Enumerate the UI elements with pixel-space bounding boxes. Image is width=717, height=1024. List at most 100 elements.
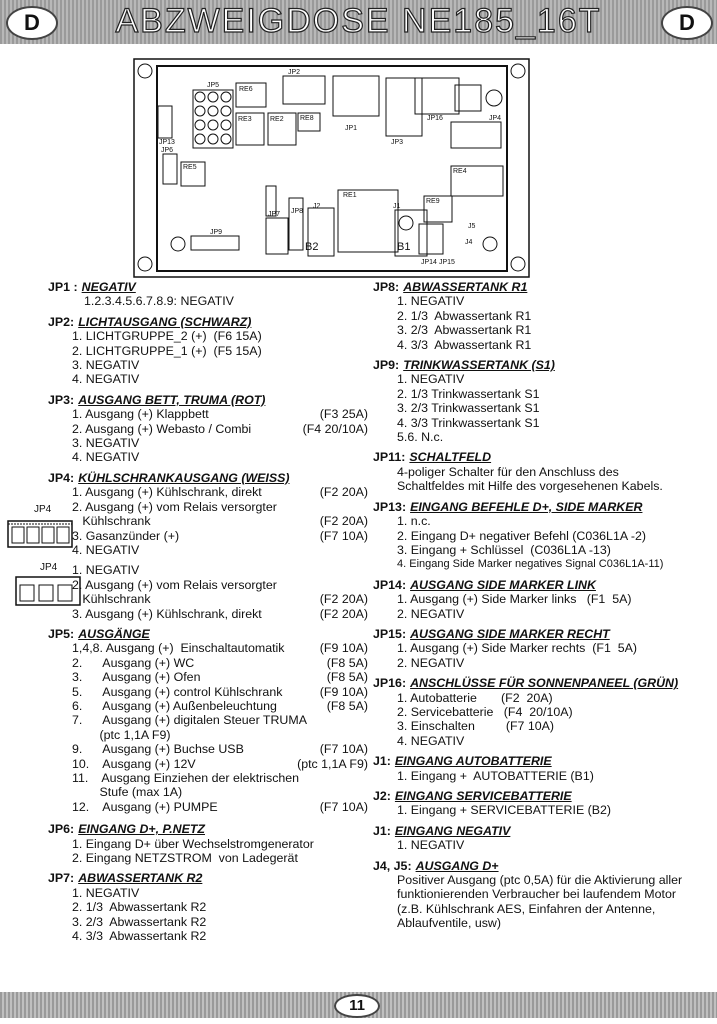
- connector-title: EINGANG D+, P.NETZ: [78, 822, 205, 837]
- pin-description: 2. 1/3 Trinkwassertank S1: [397, 386, 540, 401]
- label-re5: RE5: [183, 164, 197, 171]
- pin-description: 1. Ausgang (+) Side Marker rechts (F1 5A…: [397, 641, 637, 656]
- pin-description: 1. NEGATIV: [72, 563, 140, 578]
- pin-item: 3. 2/3 Abwassertank R1: [373, 323, 703, 337]
- fuse-rating: (F7 10A): [319, 742, 368, 757]
- pin-description: 1. NEGATIV: [72, 885, 140, 900]
- pin-item: 6. Ausgang (+) Außenbeleuchtung(F8 5A): [48, 699, 368, 713]
- pin-item: 11. Ausgang Einziehen der elektrischen: [48, 771, 368, 785]
- pin-item: 2. LICHTGRUPPE_1 (+) (F5 15A): [48, 344, 368, 358]
- pin-item: 4. 3/3 Abwassertank R1: [373, 338, 703, 352]
- pin-item: 9. Ausgang (+) Buchse USB (F7 10A): [48, 742, 368, 756]
- pin-description: Stufe (max 1A): [72, 785, 183, 800]
- pin-item: Ablaufventile, usw): [373, 916, 703, 930]
- label-re6: RE6: [239, 86, 253, 93]
- connector-id: JP13:: [373, 499, 407, 514]
- connector-title: ABWASSERTANK R1: [403, 280, 528, 294]
- pin-item: 2. NEGATIV: [373, 607, 703, 621]
- connector-id: J4, J5:: [373, 858, 412, 873]
- pin-item: 4-poliger Schalter für den Anschluss des: [373, 465, 703, 479]
- connector-id: JP11:: [373, 450, 406, 465]
- pin-description: 3. 2/3 Trinkwassertank S1: [397, 401, 540, 416]
- pin-description: 2. 1/3 Abwassertank R1: [397, 308, 532, 323]
- label-jp14: JP14: [421, 259, 437, 266]
- jp4-back-icon: [15, 576, 81, 606]
- connector-id: JP9:: [373, 358, 400, 373]
- pin-item: 1. NEGATIV: [373, 294, 703, 308]
- pin-item: 5. Ausgang (+) control Kühlschrank(F9 10…: [48, 685, 368, 699]
- pin-description: 4. NEGATIV: [72, 450, 140, 465]
- section-heading: JP9:TRINKWASSERTANK (S1): [373, 358, 703, 372]
- connector-id: JP15:: [373, 626, 407, 641]
- pin-item: Kühlschrank(F2 20A): [48, 592, 368, 606]
- section-heading: JP2:LICHTAUSGANG (SCHWARZ): [48, 315, 368, 329]
- jp4-label-back: JP4: [40, 562, 58, 573]
- pin-description: 1. Ausgang (+) Side Marker links (F1 5A): [397, 592, 632, 607]
- pin-item: 12. Ausgang (+) PUMPE(F7 10A): [48, 800, 368, 814]
- pin-item: Kühlschrank(F2 20A): [48, 514, 368, 528]
- pin-description: 3. Ausgang (+) Kühlschrank, direkt: [72, 606, 262, 621]
- connector-id: JP7:: [48, 871, 75, 886]
- connector-title: EINGANG SERVICEBATTERIE: [394, 789, 572, 803]
- section-heading: JP16:ANSCHLÜSSE FÜR SONNENPANEEL (GRÜN): [373, 676, 703, 690]
- label-jp2: JP2: [288, 69, 300, 76]
- connector-id: JP4:: [48, 470, 75, 485]
- pin-description: 2. Eingang D+ negativer Befehl (C036L1A …: [397, 528, 647, 543]
- pin-description: 3. NEGATIV: [72, 436, 140, 451]
- fuse-rating: (F8 5A): [326, 655, 368, 670]
- section-heading: JP14:AUSGANG SIDE MARKER LINK: [373, 578, 703, 592]
- pin-description: 5.6. N.c.: [397, 430, 444, 445]
- pin-item: (ptc 1,1A F9): [48, 728, 368, 742]
- label-re8: RE8: [300, 115, 314, 122]
- pin-description: 1. NEGATIV: [397, 838, 465, 853]
- connector-title: NEGATIV: [81, 280, 136, 294]
- pin-item: 5.6. N.c.: [373, 430, 703, 444]
- pin-item: 4. NEGATIV: [48, 543, 368, 557]
- jp4-connector-front: JP4: [6, 504, 76, 552]
- fuse-rating: (F2 20A): [319, 606, 368, 621]
- page-header: D ABZWEIGDOSE NE185_16T D: [0, 0, 717, 44]
- pin-description: Ablaufventile, usw): [397, 916, 501, 931]
- connector-title: AUSGANG SIDE MARKER LINK: [410, 577, 596, 592]
- pin-description: 3. 2/3 Abwassertank R1: [397, 323, 532, 338]
- pin-description: 9. Ausgang (+) Buchse USB: [72, 742, 244, 757]
- section-badge-left: D: [6, 6, 58, 40]
- pin-description: 4. NEGATIV: [72, 542, 140, 557]
- section-heading: JP11:SCHALTFELD: [373, 450, 703, 464]
- pin-item: 2. 1/3 Abwassertank R2: [48, 900, 368, 914]
- pin-item: 4. NEGATIV: [48, 372, 368, 386]
- section-heading: JP1 :NEGATIV: [48, 280, 368, 294]
- pin-item: 1.2.3.4.5.6.7.8.9: NEGATIV: [48, 294, 368, 308]
- pin-description: Positiver Ausgang (ptc 0,5A) für die Akt…: [397, 873, 683, 888]
- pin-item: 1. Ausgang (+) Side Marker rechts (F1 5A…: [373, 641, 703, 655]
- pin-description: 3. Ausgang (+) Ofen: [72, 670, 201, 685]
- pin-description: 2. Ausgang (+) Webasto / Combi: [72, 421, 252, 436]
- pin-description: (z.B. Kühlschrank AES, Einfahren der Ant…: [397, 901, 656, 916]
- pin-item: 1. NEGATIV: [373, 372, 703, 386]
- pin-item: Schaltfeldes mit Hilfe des vorgesehenen …: [373, 479, 703, 493]
- pin-description: 1.2.3.4.5.6.7.8.9: NEGATIV: [84, 294, 234, 309]
- section-heading: JP6:EINGANG D+, P.NETZ: [48, 822, 368, 836]
- pin-description: Kühlschrank: [72, 514, 151, 529]
- pin-item: 4. 3/3 Abwassertank R2: [48, 929, 368, 943]
- connector-id: J2:: [373, 789, 391, 803]
- label-j1: J1: [393, 203, 401, 210]
- pin-item: 2. Servicebatterie (F4 20/10A): [373, 705, 703, 719]
- section-heading: JP15:AUSGANG SIDE MARKER RECHT: [373, 627, 703, 641]
- label-jp4: JP4: [489, 115, 501, 122]
- section-heading: J1:EINGANG NEGATIV: [373, 824, 703, 838]
- pin-item: 1. Autobatterie (F2 20A): [373, 691, 703, 705]
- pin-description: 3. Gasanzünder (+): [72, 528, 180, 543]
- fuse-rating: (F2 20A): [319, 592, 368, 607]
- label-jp3: JP3: [391, 139, 403, 146]
- pin-item: 2. Ausgang (+) WC(F8 5A): [48, 656, 368, 670]
- pin-description: 3. Einschalten (F7 10A): [397, 719, 555, 734]
- pin-item: 2. Ausgang (+) vom Relais versorgter: [48, 578, 368, 592]
- pin-item: 3. 2/3 Trinkwassertank S1: [373, 401, 703, 415]
- pin-item: Stufe (max 1A): [48, 785, 368, 799]
